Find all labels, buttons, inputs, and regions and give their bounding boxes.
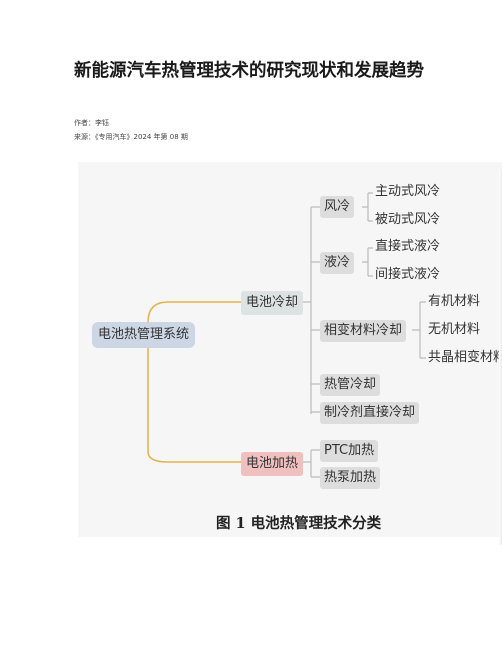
node-heating: 电池加热	[241, 452, 304, 476]
node-root: 电池热管理系统	[92, 322, 196, 348]
connector-root-cooling	[147, 301, 241, 323]
node-passive-air: 被动式风冷	[375, 212, 441, 227]
connector-cooling-spine	[303, 207, 312, 414]
node-active-air: 主动式风冷	[375, 184, 441, 199]
mindmap-connectors	[147, 192, 426, 478]
node-heatpump-heating: 热泵加热	[320, 467, 381, 489]
author-line: 作者：李钰	[74, 119, 109, 127]
node-eutectic-material: 共晶相变材料	[428, 350, 502, 365]
figure-caption: 图 1 电池热管理技术分类	[216, 515, 382, 532]
node-air-cooling: 风冷	[320, 196, 355, 218]
node-refrigerant-cooling: 制冷剂直接冷却	[320, 402, 420, 424]
node-direct-liquid: 直接式液冷	[375, 239, 441, 254]
node-heatpipe-cooling: 热管冷却	[320, 374, 381, 396]
connector-pcm-leaves	[412, 301, 426, 359]
node-cooling: 电池冷却	[241, 291, 304, 315]
node-organic-material: 有机材料	[428, 294, 481, 309]
source-line: 来源：《专用汽车》2024 年第 08 期	[74, 133, 188, 141]
node-pcm-cooling: 相变材料冷却	[320, 320, 407, 342]
node-indirect-liquid: 间接式液冷	[375, 267, 441, 282]
connector-root-heating	[147, 344, 241, 463]
connector-liquid-leaves	[362, 247, 373, 277]
connector-air-leaves	[362, 192, 373, 222]
connector-heating-spine	[303, 449, 320, 478]
node-ptc-heating: PTC加热	[320, 440, 379, 462]
article-title: 新能源汽车热管理技术的研究现状和发展趋势	[74, 61, 424, 81]
node-inorganic-material: 无机材料	[428, 322, 481, 337]
page-edge-shadow	[499, 170, 502, 545]
node-liquid-cooling: 液冷	[320, 252, 355, 274]
mindmap-figure: 电池热管理系统 电池冷却 电池加热 风冷 主动式风冷 被动式风冷 液冷 直接式液…	[78, 162, 502, 537]
